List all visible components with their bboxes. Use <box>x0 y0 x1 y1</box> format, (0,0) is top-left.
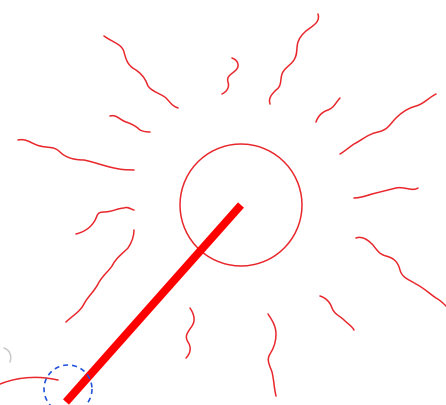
ray-right-small-top[interactable] <box>316 98 340 122</box>
ray-top-left-long[interactable] <box>104 36 178 108</box>
ray-left-middle[interactable] <box>76 207 134 234</box>
partial-arc[interactable] <box>0 377 58 384</box>
ray-right-upper-long[interactable] <box>340 94 436 154</box>
ray-right-lower-long[interactable] <box>356 237 446 306</box>
ray-bottom-middle[interactable] <box>268 314 276 396</box>
ray-left-short[interactable] <box>110 116 150 132</box>
ray-bottom-right[interactable] <box>320 296 354 330</box>
ray-top-small[interactable] <box>222 58 238 94</box>
ray-right-middle[interactable] <box>354 188 418 198</box>
ray-top-right-long[interactable] <box>269 14 318 104</box>
faint-glyph <box>4 348 11 362</box>
ray-left-upper-long[interactable] <box>18 140 134 170</box>
ray-left-lower[interactable] <box>66 230 134 322</box>
stick-line[interactable] <box>66 205 241 402</box>
ray-bottom-left[interactable] <box>186 308 194 358</box>
